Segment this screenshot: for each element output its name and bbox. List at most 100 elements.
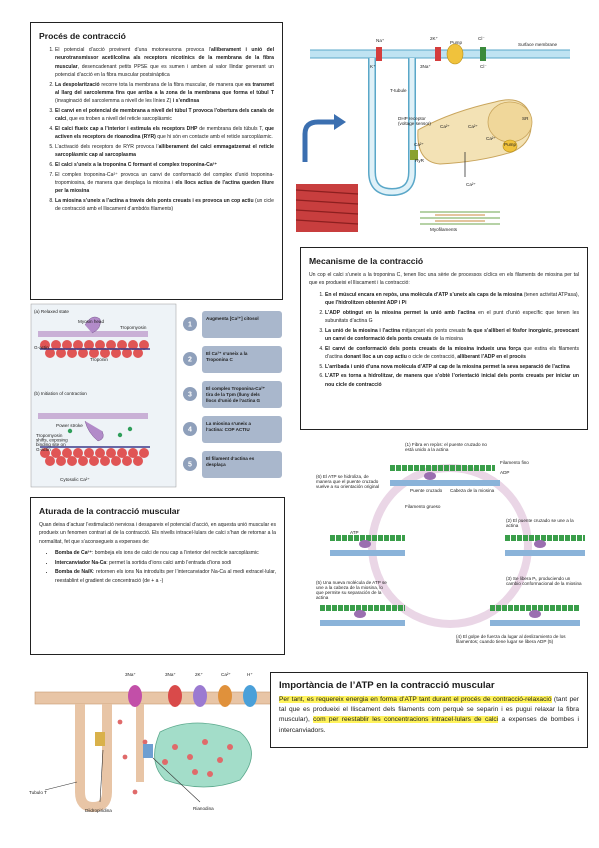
step-number-circle xyxy=(183,457,197,471)
text-run: La despolarització xyxy=(55,81,100,88)
text-run: (tant per tal que es produeixi el llisca… xyxy=(279,696,580,724)
importancia-text: Per tant, es requereix energia en forma … xyxy=(279,695,579,736)
figure-label: (b) Initiation of contraction xyxy=(34,391,87,396)
text-run: de la miosina xyxy=(431,335,463,342)
figure-label: Pump xyxy=(504,142,516,147)
mecanisme-list: En el múscul encara en repòs, una molècu… xyxy=(309,291,579,389)
text-run: , desencadenant petits PPSE que es sumen… xyxy=(55,63,274,78)
figure-label: Myofilaments xyxy=(430,227,458,232)
list-item: El canvi en el potencial de membrana a n… xyxy=(55,107,274,124)
list-item: Bomba de Ca²⁺: bombeja els ions de calci… xyxy=(55,549,276,557)
text-run: alliberant l’ADP en el procés xyxy=(457,353,526,360)
step-box xyxy=(202,451,282,478)
text-run: El complex troponina-Ca²⁺ provoca un can… xyxy=(55,171,274,186)
text-run: , que es troben a nivell del reticle sar… xyxy=(66,116,172,122)
figure-label: Cl⁻ xyxy=(478,36,485,41)
aturada-intro: Quan deixa d’actuar l’estimulació nervio… xyxy=(39,522,276,545)
figure-label: Ca²⁺ xyxy=(221,672,231,677)
aturada-list: Bomba de Ca²⁺: bombeja els ions de calci… xyxy=(39,549,276,585)
figure-label: 2K⁺ xyxy=(195,672,204,677)
text-run: El calci flueix cap a l’interior i estim… xyxy=(55,125,198,132)
text-run: El canvi de conformació dels ponts creua… xyxy=(325,345,521,352)
step-number: 3 xyxy=(188,392,192,399)
figure-label: Augmenta [Ca²⁺] citosol xyxy=(206,316,259,321)
figure-label: Pump xyxy=(450,40,462,45)
cross-bridge-cycle-figure: (1) Fibra en repòs: el puente cruzado no… xyxy=(310,438,592,650)
figure-label: (a) Relaxed state xyxy=(34,309,69,314)
text-run: El calci s’uneix a la troponina C forman… xyxy=(55,161,218,168)
step-number-circle xyxy=(183,352,197,366)
importancia-title: Importància de l’ATP en la contracció mu… xyxy=(279,680,495,691)
step-box xyxy=(202,311,282,338)
step-box xyxy=(202,381,282,408)
step-box xyxy=(202,346,282,373)
text-run: alliberament i unió del neurotransmissor… xyxy=(55,47,274,70)
figure-label: Ca²⁺ xyxy=(414,142,424,147)
text-run: fa que s’alliberi el fòsfor inorgànic, p… xyxy=(325,327,580,342)
text-run: a expenses de bombes i intercanviadors. xyxy=(279,716,579,734)
figure-label: ADP xyxy=(500,470,509,475)
text-run: (invaginació del sarcolemma a nivell de … xyxy=(55,98,173,104)
figure-label: Troponin xyxy=(90,357,108,362)
text-run: Bomba de Ca²⁺ xyxy=(55,549,92,556)
list-item: El calci s’uneix a la troponina C forman… xyxy=(55,161,274,169)
figure-label: Ca²⁺ xyxy=(440,124,450,129)
text-run: alliberament del calci emmagatzemat el r… xyxy=(55,143,274,158)
list-item: El canvi de conformació dels ponts creua… xyxy=(325,345,579,362)
list-item: Bomba de Na/K: retornen els ions Na intr… xyxy=(55,568,276,585)
list-item: L’ATP es torna a hidrolitzar, de manera … xyxy=(325,372,579,389)
figure-label: 3Na⁺ xyxy=(420,64,431,69)
figure-label: Cytosolic Ca²⁺ xyxy=(60,477,90,482)
text-run: de membrana dels túbuls T, xyxy=(197,125,265,132)
list-item: El complex troponina-Ca²⁺ provoca un can… xyxy=(55,171,274,196)
list-item: La unió de la miosina i l’actina mitjanç… xyxy=(325,327,579,344)
list-item: La despolarització recorre tota la membr… xyxy=(55,81,274,106)
aturada-title: Aturada de la contracció muscular xyxy=(39,506,180,516)
figure-label: Puente cruzado xyxy=(410,488,443,493)
figure-label: Myosin head xyxy=(78,319,104,324)
text-run: o cicle de contracció, xyxy=(406,353,458,360)
figure-label: Tubulo T xyxy=(29,790,47,795)
text-run: En el múscul encara en repòs, una molècu… xyxy=(325,291,523,298)
figure-label: T-tubule xyxy=(390,88,407,93)
figure-label: Power stroke xyxy=(56,423,83,428)
text-run: El canvi en el potencial de membrana a n… xyxy=(55,107,274,122)
text-run: que activen els receptors de rioanodina … xyxy=(55,125,275,140)
text-run: L’ATP es torna a hidrolitzar, de manera … xyxy=(325,373,579,388)
step-number-circle xyxy=(183,387,197,401)
text-run: es transmet al llarg del sarcolemma fins… xyxy=(55,81,274,96)
text-run: : retornen els ions Na introduïts per l’… xyxy=(55,569,276,584)
text-run: (tenen activitat ATPasa), xyxy=(522,291,580,298)
figure-label: Filamento grueso xyxy=(405,504,441,509)
figure-label: Ca²⁺ xyxy=(468,124,478,129)
importancia-box: Importància de l’ATP en la contracció mu… xyxy=(270,672,588,748)
figure-label: Surface membrane xyxy=(518,42,558,47)
list-item: En el múscul encara en repòs, una molècu… xyxy=(325,291,579,308)
step-number-circle xyxy=(183,422,197,436)
figure-label: (1) Fibra en repòs: el puente cruzado no… xyxy=(405,442,487,452)
text-run: : permet la sortida d’ions calci amb l’e… xyxy=(106,559,232,566)
text-run: els llocs actius de l’actina queden lliu… xyxy=(55,179,274,194)
figure-label: Diidropiridina xyxy=(85,808,112,813)
figure-label: Ca²⁺ xyxy=(486,136,496,141)
list-item: La miosina s’uneix a l’actina a través d… xyxy=(55,197,274,214)
figure-label: SR xyxy=(522,116,529,121)
list-item: El potencial d’acció provinent d’una mot… xyxy=(55,46,274,79)
figure-label: (4) El golpe de fuerza da lugar al desli… xyxy=(456,634,566,644)
figure-label: Filamento fino xyxy=(500,460,529,465)
aturada-box: Aturada de la contracció muscular Quan d… xyxy=(30,497,285,655)
step-number: 2 xyxy=(188,357,192,364)
list-item: El calci flueix cap a l’interior i estim… xyxy=(55,125,274,142)
text-run: i s’endinsa xyxy=(172,98,200,104)
figure-label: H⁺ xyxy=(247,672,253,677)
mecanisme-box: Mecanisme de la contracció Un cop el cal… xyxy=(300,247,588,430)
